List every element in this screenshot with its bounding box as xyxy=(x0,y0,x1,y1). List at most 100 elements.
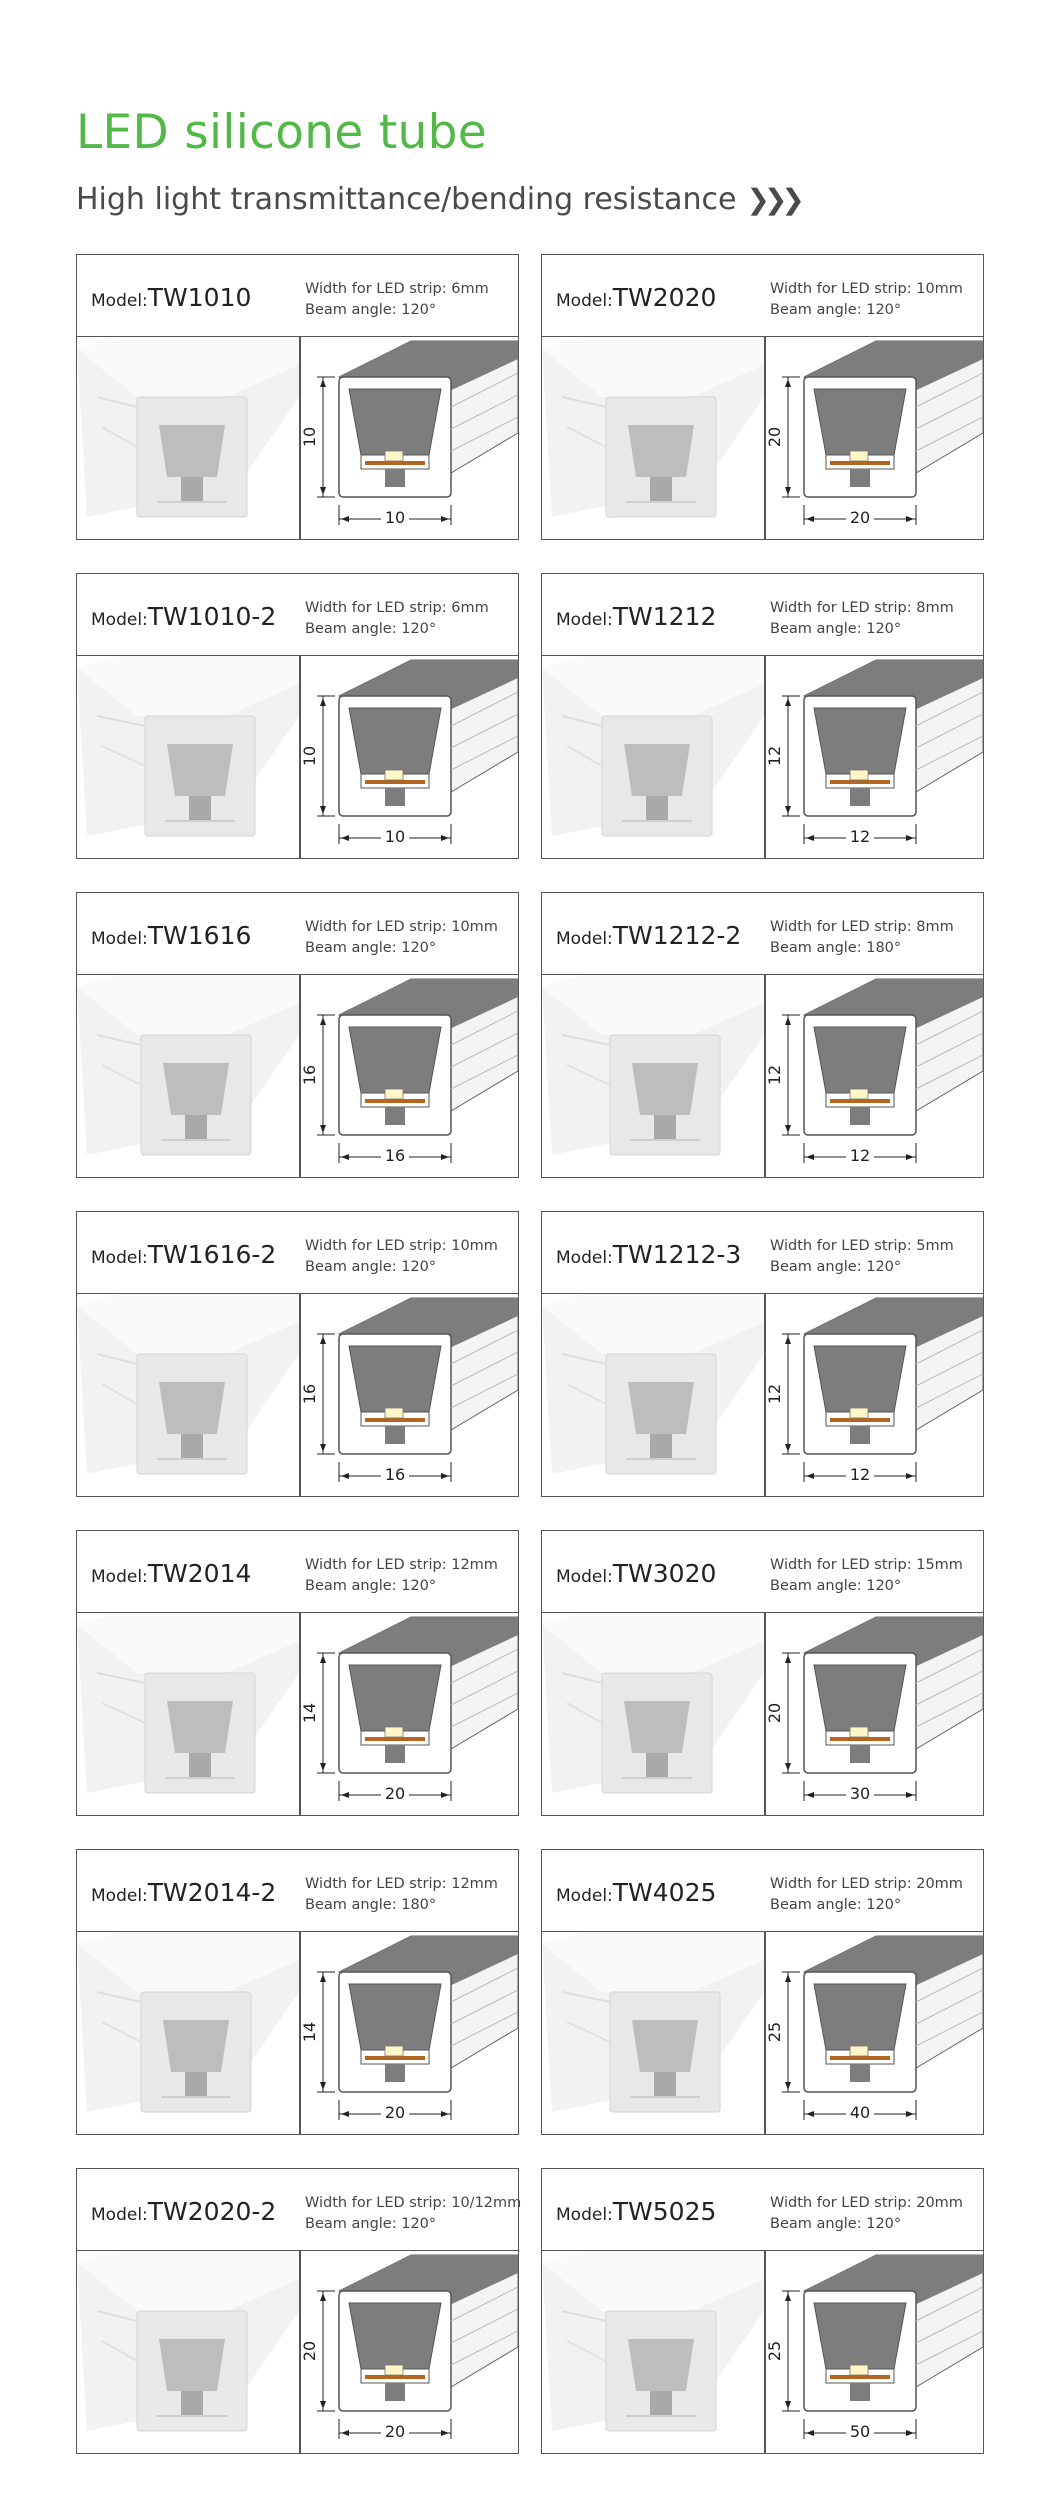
beam-angle-value: 120° xyxy=(866,1259,902,1275)
dimension-height-label: 12 xyxy=(766,746,784,766)
dimension-height-label: 10 xyxy=(301,746,319,766)
product-specs: Width for LED strip: 8mm Beam angle: 180… xyxy=(770,917,954,959)
product-photo xyxy=(542,975,764,1177)
strip-width-label: Width for LED strip: xyxy=(770,1238,917,1254)
model-name: Model:TW1212 xyxy=(556,602,716,631)
dimension-width-label: 20 xyxy=(850,508,870,527)
strip-width-label: Width for LED strip: xyxy=(305,600,452,616)
strip-width-value: 8mm xyxy=(916,919,954,935)
beam-angle-spec: Beam angle: 120° xyxy=(305,2214,521,2235)
model-name: Model:TW1616-2 xyxy=(91,1240,276,1269)
product-card: Model:TW1010 Width for LED strip: 6mm Be… xyxy=(76,254,519,540)
model-label: Model: xyxy=(91,1567,148,1587)
model-label: Model: xyxy=(556,1248,613,1268)
product-card-header: Model:TW1212 Width for LED strip: 8mm Be… xyxy=(542,574,983,656)
strip-width-value: 6mm xyxy=(451,600,489,616)
strip-width-spec: Width for LED strip: 15mm xyxy=(770,1555,963,1576)
product-specs: Width for LED strip: 20mm Beam angle: 12… xyxy=(770,2193,963,2235)
model-value: TW1010 xyxy=(147,283,252,312)
product-photo xyxy=(77,975,299,1177)
model-value: TW2020 xyxy=(612,283,717,312)
dimension-width-label: 12 xyxy=(850,827,870,846)
strip-width-value: 20mm xyxy=(916,2195,963,2211)
strip-width-label: Width for LED strip: xyxy=(770,2195,917,2211)
dimension-drawing: 12 12 xyxy=(766,656,983,858)
beam-angle-label: Beam angle: xyxy=(305,2216,402,2232)
dimension-width-label: 50 xyxy=(850,2422,870,2441)
card-divider xyxy=(764,1613,766,1815)
dimension-width-label: 12 xyxy=(850,1465,870,1484)
beam-angle-spec: Beam angle: 120° xyxy=(770,300,963,321)
dimension-height-label: 12 xyxy=(766,1065,784,1085)
product-card: Model:TW1010-2 Width for LED strip: 6mm … xyxy=(76,573,519,859)
strip-width-spec: Width for LED strip: 20mm xyxy=(770,1874,963,1895)
product-card: Model:TW2014-2 Width for LED strip: 12mm… xyxy=(76,1849,519,2135)
beam-angle-value: 120° xyxy=(866,1578,902,1594)
dimension-height-label: 12 xyxy=(766,1384,784,1404)
dimension-height-label: 25 xyxy=(766,2341,784,2361)
model-name: Model:TW4025 xyxy=(556,1878,716,1907)
strip-width-label: Width for LED strip: xyxy=(305,2195,452,2211)
strip-width-label: Width for LED strip: xyxy=(305,1876,452,1892)
beam-angle-value: 120° xyxy=(866,302,902,318)
beam-angle-value: 120° xyxy=(866,1897,902,1913)
model-value: TW1616-2 xyxy=(147,1240,277,1269)
product-card-header: Model:TW1616-2 Width for LED strip: 10mm… xyxy=(77,1212,518,1294)
model-label: Model: xyxy=(91,1886,148,1906)
product-card-body: 12 12 xyxy=(542,656,983,858)
beam-angle-spec: Beam angle: 120° xyxy=(305,300,489,321)
product-card: Model:TW2020 Width for LED strip: 10mm B… xyxy=(541,254,984,540)
product-card-header: Model:TW1010-2 Width for LED strip: 6mm … xyxy=(77,574,518,656)
beam-angle-value: 120° xyxy=(401,940,437,956)
model-value: TW1212 xyxy=(612,602,717,631)
dimension-width-label: 20 xyxy=(385,2422,405,2441)
beam-angle-spec: Beam angle: 120° xyxy=(305,1257,498,1278)
strip-width-value: 10/12mm xyxy=(451,2195,522,2211)
product-specs: Width for LED strip: 10mm Beam angle: 12… xyxy=(770,279,963,321)
product-card-header: Model:TW2014 Width for LED strip: 12mm B… xyxy=(77,1531,518,1613)
strip-width-value: 6mm xyxy=(451,281,489,297)
product-specs: Width for LED strip: 5mm Beam angle: 120… xyxy=(770,1236,954,1278)
strip-width-value: 12mm xyxy=(451,1557,498,1573)
product-photo xyxy=(542,1294,764,1496)
dimension-height-label: 20 xyxy=(301,2341,319,2361)
beam-angle-spec: Beam angle: 120° xyxy=(770,1257,954,1278)
beam-angle-label: Beam angle: xyxy=(305,1259,402,1275)
dimension-width-label: 30 xyxy=(850,1784,870,1803)
strip-width-spec: Width for LED strip: 8mm xyxy=(770,917,954,938)
beam-angle-spec: Beam angle: 120° xyxy=(770,2214,963,2235)
dimension-height-label: 14 xyxy=(301,2022,319,2042)
beam-angle-label: Beam angle: xyxy=(305,1897,402,1913)
card-divider xyxy=(299,2251,301,2453)
strip-width-label: Width for LED strip: xyxy=(305,1238,452,1254)
beam-angle-label: Beam angle: xyxy=(770,1259,867,1275)
page-subtitle: High light transmittance/bending resista… xyxy=(76,182,805,217)
triple-chevron-right-icon: ❯❯❯ xyxy=(746,183,805,216)
strip-width-label: Width for LED strip: xyxy=(305,919,452,935)
dimension-width-label: 10 xyxy=(385,508,405,527)
strip-width-spec: Width for LED strip: 10mm xyxy=(305,1236,498,1257)
beam-angle-value: 120° xyxy=(401,302,437,318)
card-divider xyxy=(764,1932,766,2134)
model-name: Model:TW2020-2 xyxy=(91,2197,276,2226)
beam-angle-value: 120° xyxy=(866,621,902,637)
strip-width-value: 10mm xyxy=(451,919,498,935)
card-divider xyxy=(764,337,766,539)
beam-angle-value: 120° xyxy=(866,2216,902,2232)
model-name: Model:TW1212-3 xyxy=(556,1240,741,1269)
model-name: Model:TW1212-2 xyxy=(556,921,741,950)
strip-width-value: 5mm xyxy=(916,1238,954,1254)
dimension-drawing: 12 12 xyxy=(766,1294,983,1496)
product-card: Model:TW1616 Width for LED strip: 10mm B… xyxy=(76,892,519,1178)
beam-angle-spec: Beam angle: 120° xyxy=(305,1576,498,1597)
product-photo xyxy=(542,337,764,539)
product-photo xyxy=(77,656,299,858)
